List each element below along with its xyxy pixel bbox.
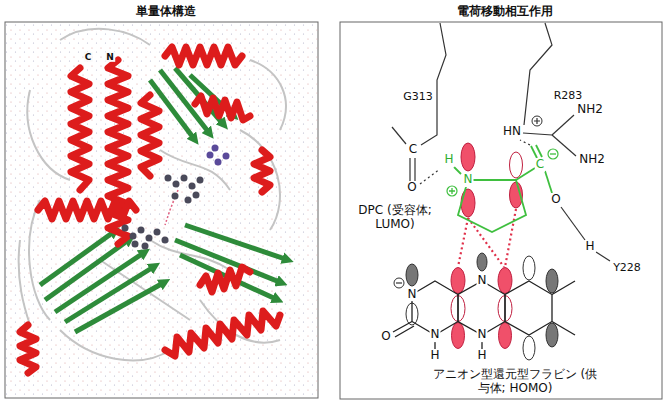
molecule-label: DPC (受容体; LUMO): [346, 204, 444, 232]
charge-plus: [532, 116, 542, 126]
charge-minus: [548, 149, 558, 159]
atom-label: H: [443, 153, 454, 167]
residue-label: G313: [402, 91, 434, 104]
panel-heading: 電荷移動相互作用: [340, 1, 666, 21]
atom-label: O: [406, 181, 417, 195]
panel-heading: 単量体構造: [5, 1, 326, 21]
dpc-bonds: [454, 145, 552, 232]
atom-label: N: [430, 328, 441, 342]
charge-plus: [447, 186, 457, 196]
atom-label: H: [429, 349, 440, 363]
atom-label: HN: [502, 125, 522, 139]
ligand-atoms: [122, 175, 204, 250]
charge-minus: [394, 278, 404, 288]
atom-label: O: [550, 193, 561, 207]
alpha-helix: [20, 47, 280, 373]
atom-label: NH2: [576, 103, 604, 117]
beta-sheet: [40, 68, 288, 332]
terminus-label: N: [105, 52, 115, 62]
bond-dots: [165, 190, 178, 225]
ligand-atoms: [207, 145, 230, 166]
flavin-rings: [393, 281, 575, 349]
atom-label: O: [380, 330, 391, 344]
atom-label: H: [584, 240, 595, 254]
atom-label: N: [477, 328, 488, 342]
residue-label: Y228: [612, 262, 642, 275]
molecule-label: アニオン型還元型フラビン (供与体; HOMO): [432, 368, 599, 396]
orbital-lobes: [406, 143, 558, 360]
atom-label: N: [463, 173, 474, 187]
figure-panel: 単量体構造: [5, 1, 326, 399]
panel-frame: [5, 22, 318, 398]
residue-label: R283: [553, 90, 584, 103]
atom-label: NH2: [578, 153, 606, 167]
terminus-label: C: [84, 52, 93, 62]
charge-transfer-line: [458, 209, 516, 267]
atom-label: N: [407, 288, 418, 302]
atom-label: C: [408, 143, 418, 157]
atom-label: H: [476, 349, 487, 363]
atom-label: C: [535, 158, 545, 172]
panel-ground: [6, 23, 318, 398]
coil-loops: [19, 29, 286, 361]
panel-frame: [340, 22, 662, 399]
atom-label: N: [477, 274, 488, 288]
